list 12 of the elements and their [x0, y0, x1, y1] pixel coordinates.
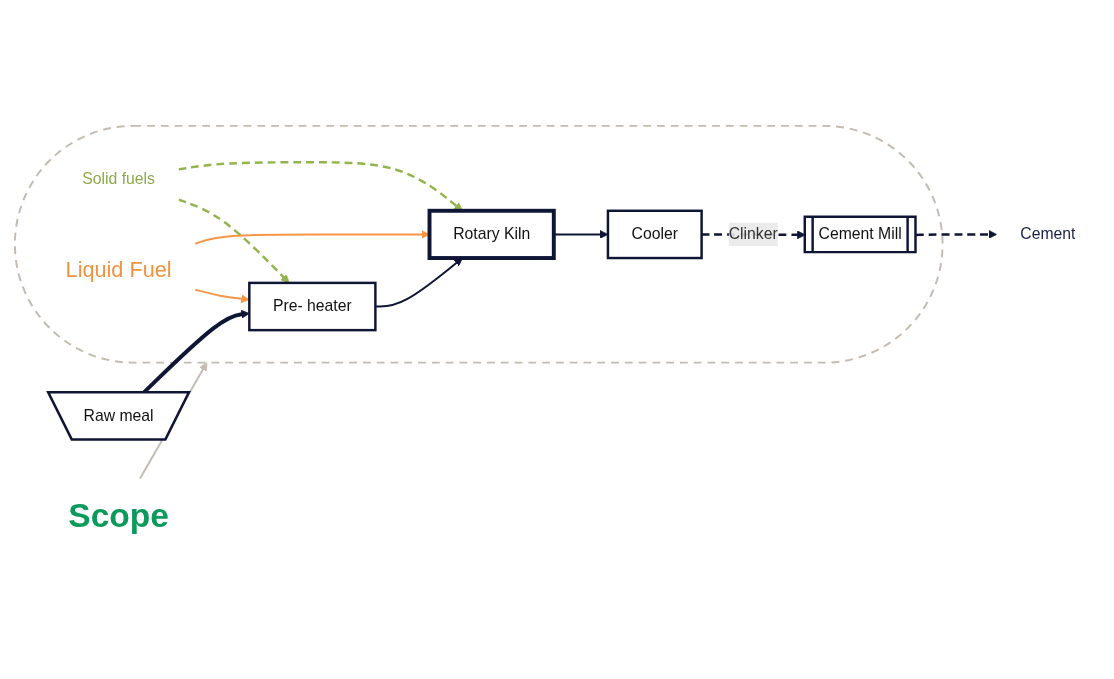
node-text: Cement	[1020, 225, 1076, 243]
node-box: Cooler	[606, 209, 703, 260]
node-box: Pre- heater	[248, 281, 377, 332]
arrow	[915, 230, 998, 239]
arrow	[178, 198, 290, 284]
node-box: Rotary Kiln	[427, 209, 556, 261]
edge-label: Clinker	[728, 225, 778, 243]
node-text: Solid fuels	[82, 170, 155, 188]
arrow	[194, 289, 250, 304]
arrow	[178, 161, 463, 212]
node-text: Liquid Fuel	[65, 258, 172, 283]
node-text: Scope	[68, 496, 169, 535]
